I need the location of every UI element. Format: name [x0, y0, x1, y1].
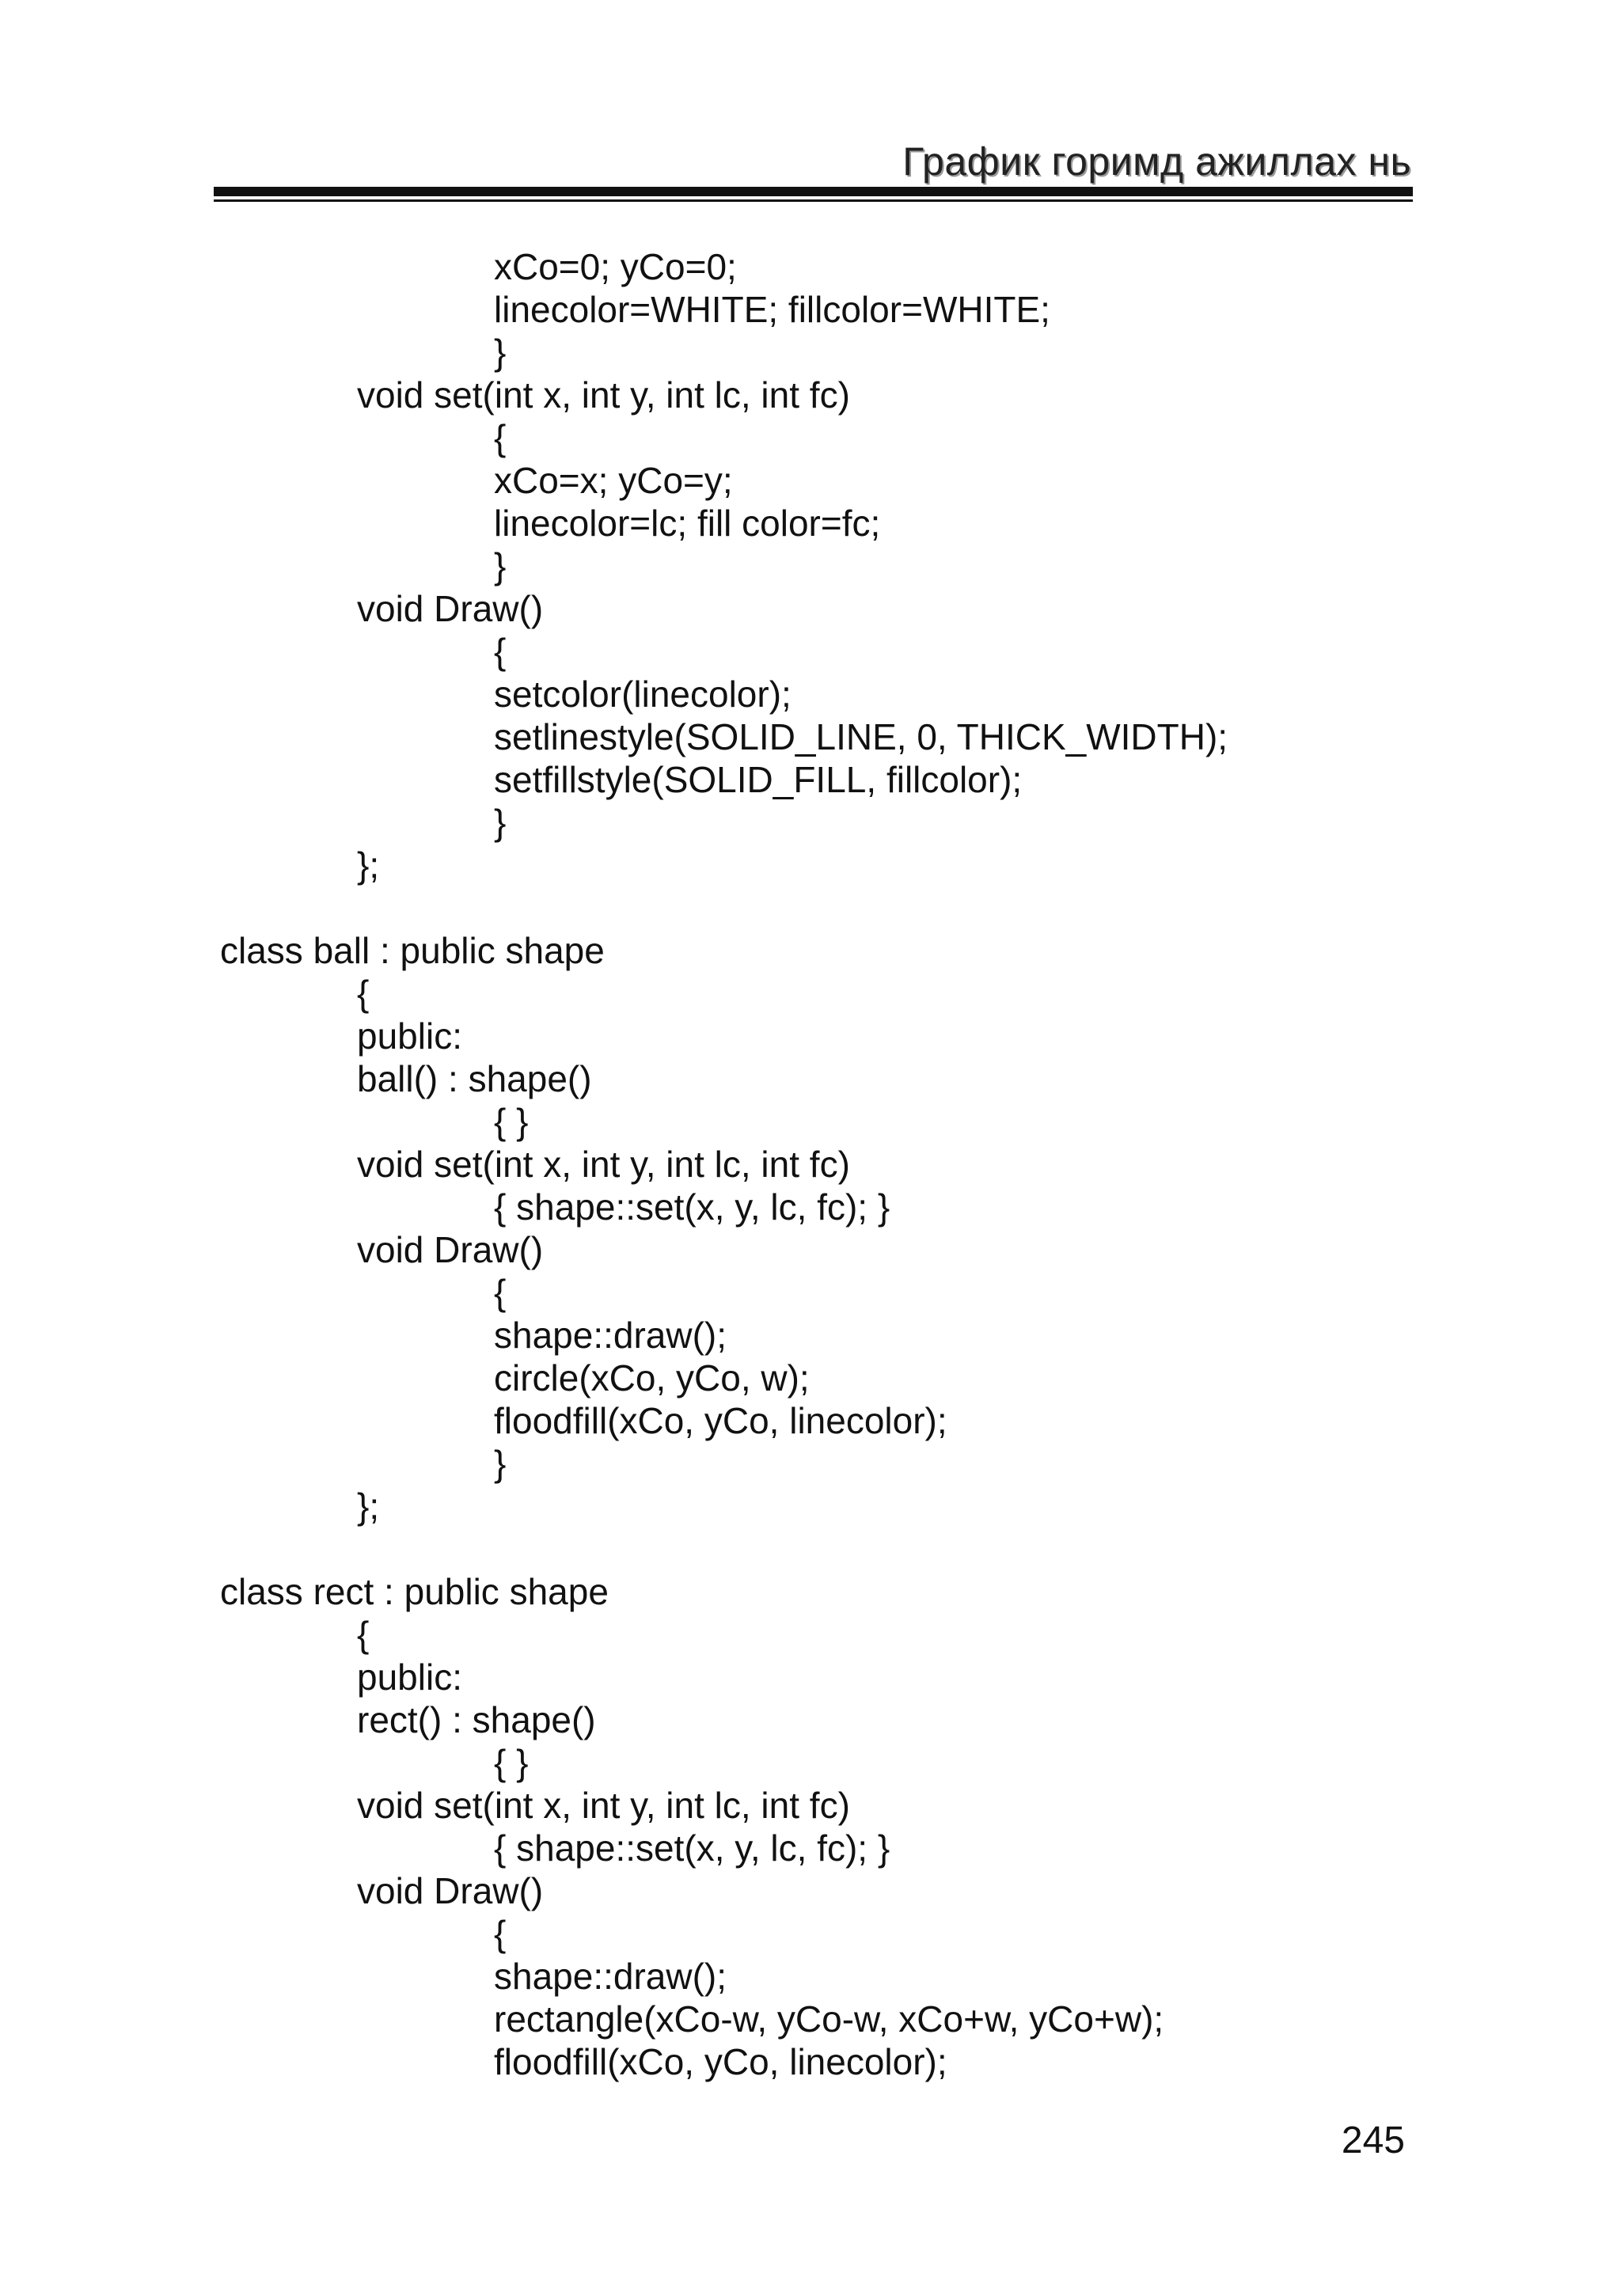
code-line: setcolor(linecolor);: [494, 674, 792, 715]
header-rule: [214, 187, 1413, 196]
code-line: void Draw(): [357, 1870, 544, 1911]
code-listing: xCo=0; yCo=0;linecolor=WHITE; fillcolor=…: [0, 245, 1621, 2083]
code-line: };: [357, 844, 380, 886]
code-line: class rect : public shape: [220, 1571, 609, 1612]
code-line: void Draw(): [357, 588, 544, 629]
header-rule-thin: [214, 199, 1413, 202]
code-line: }: [494, 545, 507, 586]
code-line: void set(int x, int y, int lc, int fc): [357, 1785, 850, 1826]
code-line: ball() : shape(): [357, 1058, 592, 1099]
code-line: }: [494, 802, 507, 843]
code-line: void set(int x, int y, int lc, int fc): [357, 1144, 850, 1185]
code-line: {: [494, 417, 507, 458]
code-line: { }: [494, 1101, 529, 1142]
code-line: public:: [357, 1657, 462, 1698]
code-line: { shape::set(x, y, lc, fc); }: [494, 1827, 890, 1869]
code-line: {: [494, 1913, 507, 1954]
code-line: }: [494, 1443, 507, 1484]
code-blank-line: [0, 886, 1621, 929]
code-blank-line: [0, 1528, 1621, 1570]
code-line: linecolor=lc; fill color=fc;: [494, 503, 881, 544]
code-line: };: [357, 1486, 380, 1527]
code-line: shape::draw();: [494, 1315, 727, 1356]
code-line: xCo=x; yCo=y;: [494, 460, 733, 501]
code-line: {: [494, 631, 507, 672]
code-line: rect() : shape(): [357, 1699, 596, 1740]
code-line: }: [494, 332, 507, 373]
code-line: rectangle(xCo-w, yCo-w, xCo+w, yCo+w);: [494, 1998, 1164, 2040]
code-line: { shape::set(x, y, lc, fc); }: [494, 1186, 890, 1228]
code-line: public:: [357, 1015, 462, 1057]
code-line: linecolor=WHITE; fillcolor=WHITE;: [494, 289, 1050, 330]
code-line: {: [357, 973, 370, 1014]
code-line: setfillstyle(SOLID_FILL, fillcolor);: [494, 759, 1023, 800]
code-line: circle(xCo, yCo, w);: [494, 1357, 810, 1398]
code-line: void Draw(): [357, 1229, 544, 1270]
code-line: shape::draw();: [494, 1956, 727, 1997]
running-header-title: График горимд ажиллах нь: [902, 139, 1411, 184]
code-line: floodfill(xCo, yCo, linecolor);: [494, 2041, 947, 2082]
code-line: setlinestyle(SOLID_LINE, 0, THICK_WIDTH)…: [494, 716, 1228, 757]
code-line: {: [357, 1614, 370, 1655]
code-line: { }: [494, 1742, 529, 1783]
code-line: void set(int x, int y, int lc, int fc): [357, 374, 850, 416]
code-line: xCo=0; yCo=0;: [494, 246, 737, 287]
code-line: floodfill(xCo, yCo, linecolor);: [494, 1400, 947, 1441]
code-line: class ball : public shape: [220, 930, 605, 971]
code-line: {: [494, 1272, 507, 1313]
page-number: 245: [1341, 2120, 1405, 2161]
